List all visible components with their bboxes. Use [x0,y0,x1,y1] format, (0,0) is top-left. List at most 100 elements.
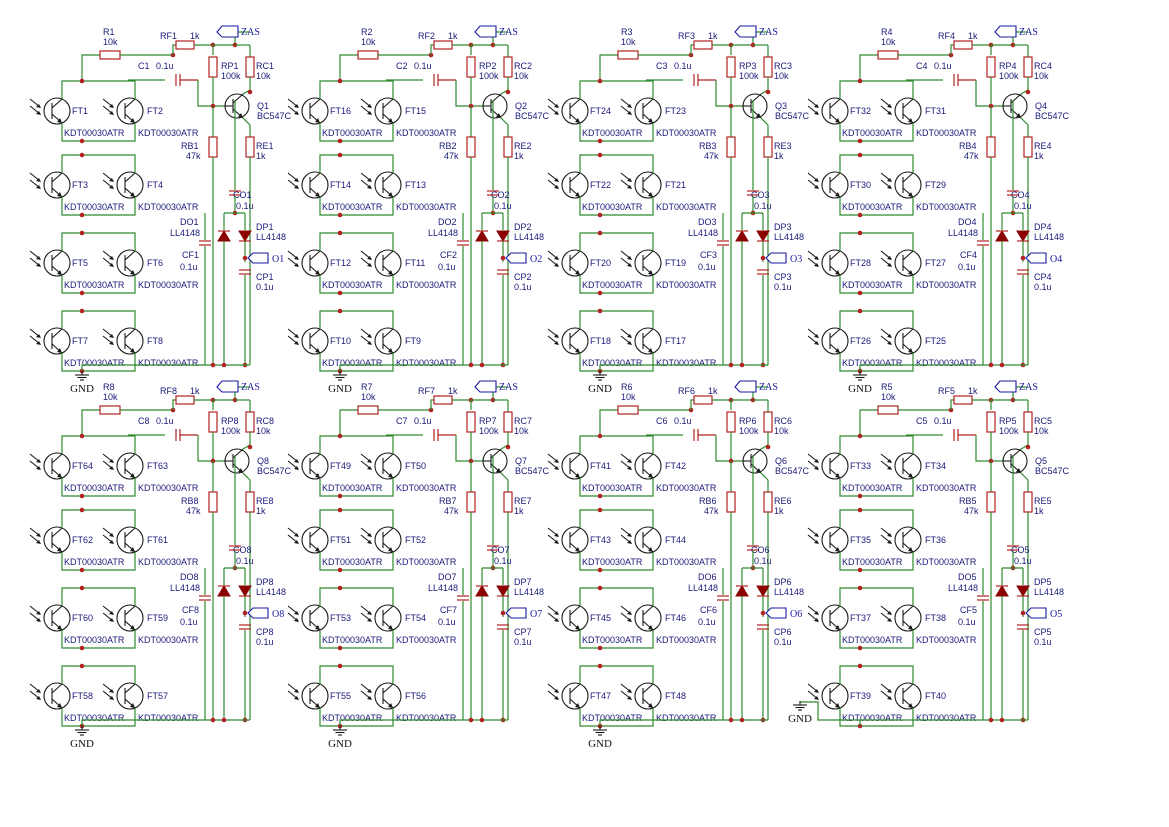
wire [839,552,914,571]
resistor-value: 10k [621,392,636,402]
rf-ref: RF7 [418,386,435,396]
ft-right-arrow-icon [388,473,393,478]
light-ray-arrow-icon [627,178,632,182]
ft-right-arrow-icon [648,473,653,478]
output-port-icon [505,252,527,264]
resistor-symbol [245,411,255,433]
supply-port-icon [216,25,239,38]
ft-left-arrow-icon [57,118,62,123]
c-ref: C3 [656,61,668,71]
wire [839,665,914,684]
ft-left-collector [51,527,63,538]
resistor-symbol [99,50,121,60]
light-ray-arrow-icon [814,334,819,338]
supply-net-label: ZAS [1019,382,1038,393]
rp-value: 100k [999,71,1019,81]
junction-dot [242,255,248,261]
phototransistor-ref: FT20 [590,258,611,268]
light-ray-arrow-icon [294,618,299,622]
ft-left-collector [569,328,581,339]
ft-right-arrow-icon [648,348,653,353]
light-ray-arrow-icon [109,466,114,470]
wire [579,154,654,173]
wire [839,478,914,497]
phototransistor-ref: FT25 [925,336,946,346]
light-ray-arrow-icon [554,178,559,182]
phototransistor-part: KDT00030ATR [138,358,199,368]
phototransistor-part: KDT00030ATR [396,202,457,212]
phototransistor-ref: FT17 [665,336,686,346]
re-value: 1k [256,506,266,516]
ft-right-arrow-icon [648,625,653,630]
ft-left-phototransistor-icon [821,452,849,480]
diode-symbol [735,585,749,597]
output-port-label: O5 [1050,609,1062,620]
resistor-symbol [466,411,476,433]
resistor-symbol [986,411,996,433]
phototransistor-part: KDT00030ATR [582,483,643,493]
wire [61,478,136,497]
light-ray-arrow-icon [814,111,819,115]
ft-left-phototransistor-icon [561,604,589,632]
wire [319,509,394,528]
wire [61,310,136,329]
wire [242,472,251,481]
junction-dot [468,362,474,368]
ft-left-arrow-icon [315,547,320,552]
ft-left-arrow-icon [315,703,320,708]
diode-symbol [995,585,1009,597]
junction-dot [857,663,863,669]
ft-right-collector [124,527,136,538]
do-part: LL4148 [948,228,978,238]
diode-symbol [756,230,770,242]
diode-symbol [995,230,1009,242]
wire [319,154,394,173]
ft-right-collector [124,683,136,694]
resistor-symbol [466,56,476,78]
light-ray-arrow-icon [36,111,41,115]
do-ref: DO8 [180,572,199,582]
ft-right-collector [902,683,914,694]
phototransistor-ref: FT58 [72,691,93,701]
dp-ref: DP3 [774,222,792,232]
ft-right-phototransistor-icon [116,327,144,355]
co-value: 0.1u [236,201,254,211]
phototransistor-ref: FT2 [147,106,163,116]
light-ray-arrow-icon [887,689,892,693]
ft-left-collector [309,328,321,339]
c-value: 0.1u [674,416,692,426]
supply-port-icon [994,25,1017,38]
junction-dot [597,493,603,499]
ft-left-collector [829,605,841,616]
rf-value: 1k [968,31,978,41]
re-ref: RE8 [256,496,274,506]
phototransistor-part: KDT00030ATR [842,280,903,290]
wire [950,44,954,55]
light-ray-arrow-icon [109,104,114,108]
junction-dot [857,212,863,218]
do-part: LL4148 [948,583,978,593]
phototransistor-part: KDT00030ATR [322,128,383,138]
light-ray-arrow-icon [109,696,114,700]
light-ray-arrow-icon [109,540,114,544]
light-ray-arrow-icon [554,689,559,693]
junction-dot [479,362,485,368]
rp-value: 100k [739,71,759,81]
transistor-arrow-icon [238,468,243,473]
ft-right-collector [124,453,136,464]
ft-right-arrow-icon [648,270,653,275]
ft-right-phototransistor-icon [634,526,662,554]
ft-left-arrow-icon [57,270,62,275]
ft-right-arrow-icon [908,547,913,552]
output-port-icon [765,252,787,264]
ft-right-phototransistor-icon [374,604,402,632]
phototransistor-part: KDT00030ATR [138,280,199,290]
wire [61,587,136,606]
light-ray-arrow-icon [36,104,41,108]
ft-right-collector [642,453,654,464]
phototransistor-part: KDT00030ATR [916,280,977,290]
rf-value: 1k [968,386,978,396]
wire [690,399,694,410]
